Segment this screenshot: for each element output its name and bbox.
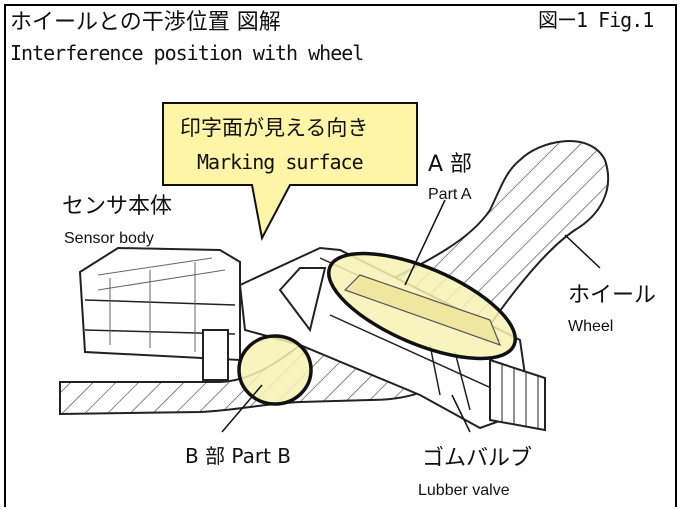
part-a-label-ja: A 部: [428, 152, 473, 177]
valve-stem-shape: [238, 246, 546, 432]
figure-frame: [4, 4, 677, 507]
sensor-body-label-ja: センサ本体: [62, 194, 173, 219]
valve-label-en: Lubber valve: [418, 482, 510, 499]
sensor-body-label-en: Sensor body: [64, 230, 154, 247]
wheel-label-en: Wheel: [568, 318, 614, 335]
valve-leader: [451, 394, 471, 433]
callout-bubble: [162, 102, 418, 241]
figure-reference: 図ー1 Fig.1: [538, 8, 654, 32]
wheel-leader: [564, 234, 601, 269]
part-a-leader: [404, 199, 446, 286]
valve-label-ja: ゴムバルブ: [422, 446, 533, 471]
callout-text-english: Marking surface: [197, 150, 364, 174]
part-b-leader: [221, 384, 263, 433]
part-b-highlight: [237, 334, 313, 406]
title-japanese: ホイールとの干渉位置 図解: [10, 10, 281, 35]
part-b-label: B 部 Part B: [185, 444, 291, 468]
part-a-label-en: Part A: [428, 186, 472, 203]
callout-text-japanese: 印字面が見える向き: [180, 116, 369, 140]
wheel-label-ja: ホイール: [568, 283, 657, 308]
title-english: Interference position with wheel: [10, 41, 364, 65]
sensor-body-shape: [78, 246, 241, 381]
